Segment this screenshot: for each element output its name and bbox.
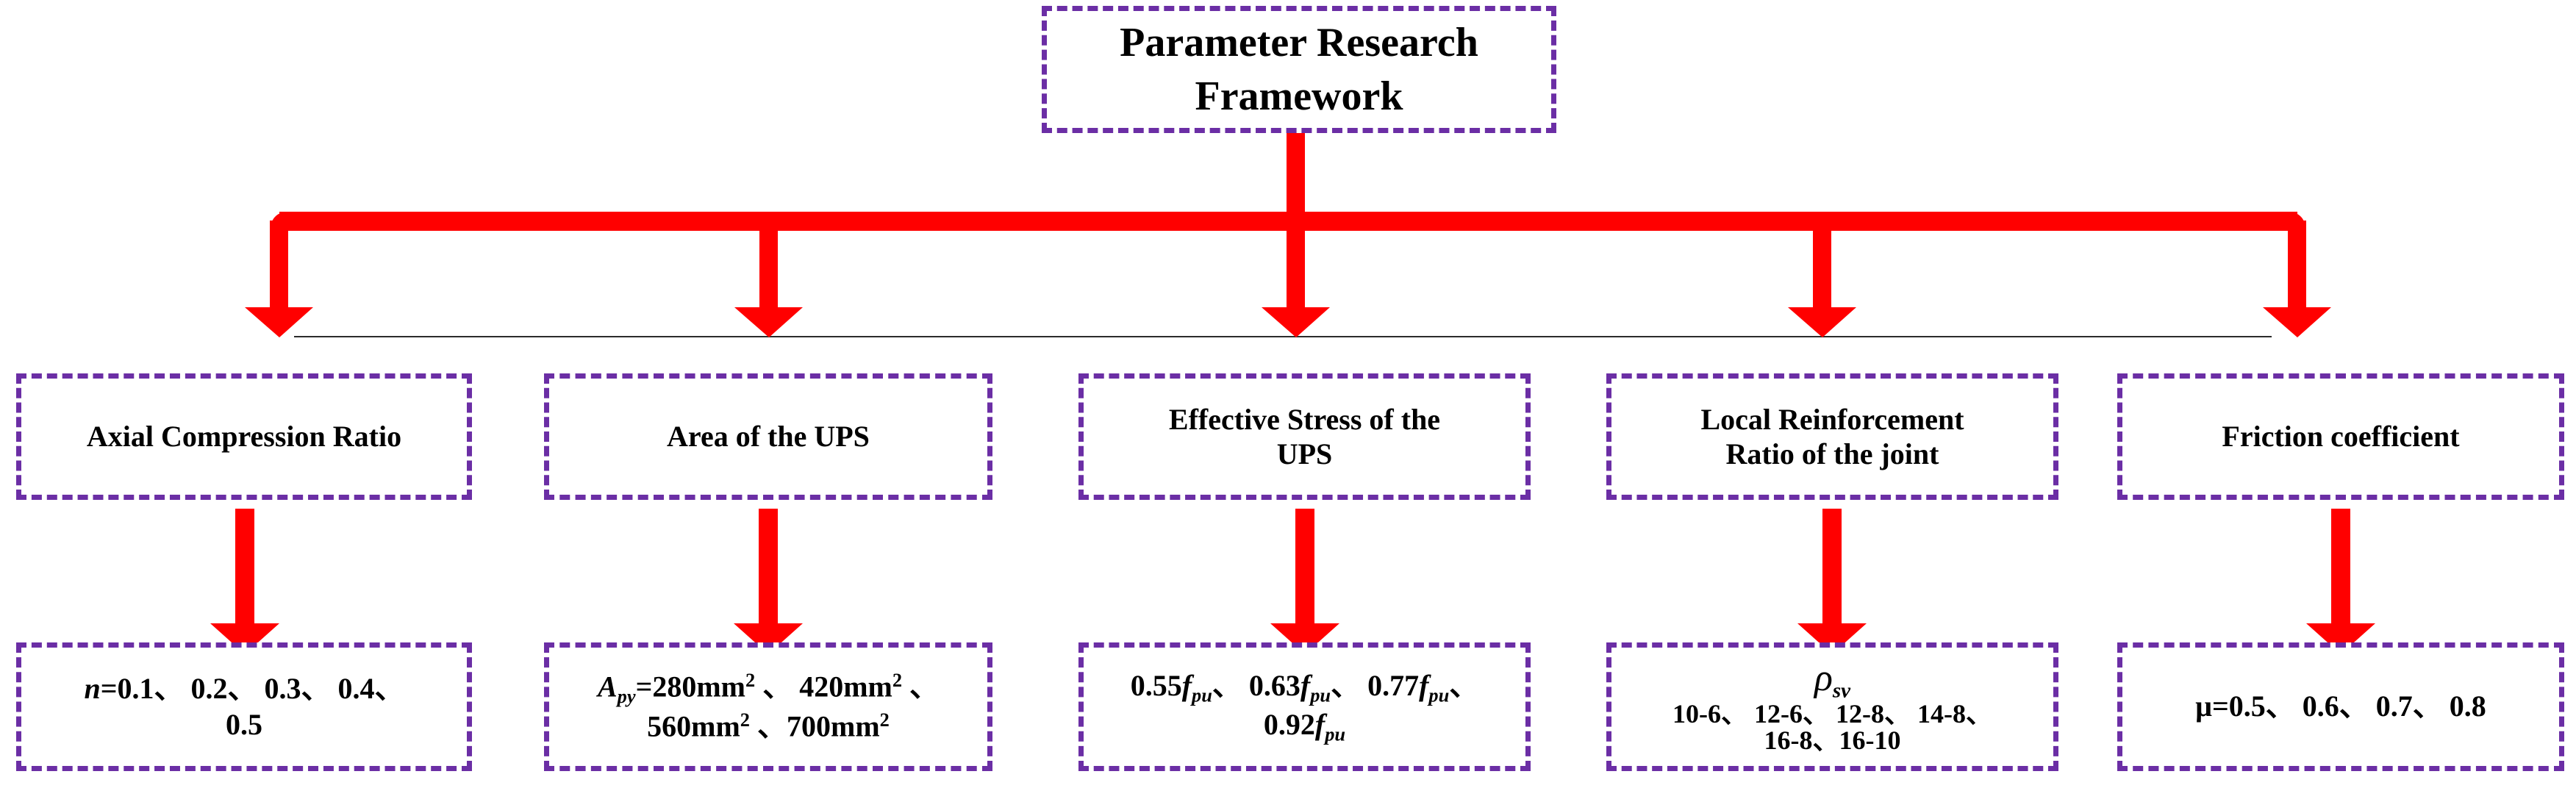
- link-stem-4: [2331, 509, 2350, 625]
- value-box-local-reinforcement-ratio: ρsv 10-6、 12-6、 12-8、 14-8、 16-8、16-10: [1606, 642, 2058, 771]
- arrow-head-1: [734, 307, 803, 337]
- drop-3: [1813, 221, 1831, 307]
- value-4: 16-8: [1764, 726, 1813, 756]
- symbol-subscript-py: py: [617, 685, 636, 708]
- arrow-head-0: [245, 307, 313, 337]
- drop-4: [2288, 221, 2306, 307]
- value-4: 0.5: [226, 707, 262, 741]
- title-line-1: Parameter Research: [1120, 19, 1478, 65]
- category-label-line-2: Ratio of the joint: [1725, 437, 1939, 470]
- value-2: 0.3: [264, 671, 301, 705]
- category-box-effective-stress-of-the-ups: Effective Stress of the UPS: [1078, 373, 1531, 500]
- value-2: 0.7: [2375, 690, 2413, 723]
- category-label-line-1: Effective Stress of the: [1168, 402, 1441, 436]
- symbol-subscript-pu: pu: [1192, 684, 1212, 706]
- link-stem-2: [1295, 509, 1314, 625]
- value-line-1: 10-6、 12-6、 12-8、 14-8、: [1672, 698, 1993, 728]
- symbol-rho: ρ: [1814, 656, 1833, 699]
- arrow-head-3: [1788, 307, 1856, 337]
- drop-0: [270, 221, 288, 307]
- value-5: 16-10: [1839, 726, 1901, 756]
- arrow-head-2: [1262, 307, 1330, 337]
- value-line-symbol: ρsv: [1619, 659, 2046, 702]
- value-box-area-of-the-ups: Apy=280mm2 、 420mm2 、 560mm2 、700mm2: [544, 642, 992, 771]
- symbol-n: n: [84, 671, 101, 705]
- category-label-line-1: Local Reinforcement: [1700, 402, 1964, 436]
- value-1: 12-6: [1753, 698, 1803, 728]
- value-box-axial-compression-ratio: n=0.1、 0.2、 0.3、 0.4、 0.5: [16, 642, 472, 771]
- value-box-friction-coefficient: μ=0.5、 0.6、 0.7、 0.8: [2117, 642, 2564, 771]
- superscript-2: 2: [745, 669, 756, 692]
- link-stem-0: [235, 509, 254, 625]
- symbol-f: f: [1181, 668, 1192, 702]
- symbol-subscript-pu: pu: [1310, 684, 1331, 706]
- arrow-head-4: [2263, 307, 2331, 337]
- symbol-a: A: [597, 670, 618, 703]
- value-0: 10-6: [1672, 698, 1721, 728]
- category-label: Area of the UPS: [667, 420, 870, 454]
- category-box-axial-compression-ratio: Axial Compression Ratio: [16, 373, 472, 500]
- value-line-2: 0.92fpu: [1263, 707, 1346, 745]
- value-0: 0.1: [117, 671, 154, 705]
- value-line-1: 0.55fpu、 0.63fpu、 0.77fpu、: [1130, 668, 1479, 706]
- value-box-effective-stress-of-the-ups: 0.55fpu、 0.63fpu、 0.77fpu、 0.92fpu: [1078, 642, 1531, 771]
- value-3: 0.8: [2449, 690, 2486, 723]
- horizontal-bus: [270, 212, 2306, 259]
- category-box-local-reinforcement-ratio: Local Reinforcement Ratio of the joint: [1606, 373, 2058, 500]
- category-label: Axial Compression Ratio: [86, 420, 402, 454]
- category-label: Friction coefficient: [2222, 420, 2460, 454]
- value-line-1: n=0.1、 0.2、 0.3、 0.4、: [84, 671, 404, 705]
- superscript-2: 2: [892, 669, 903, 692]
- value-2: 12-8: [1836, 698, 1884, 728]
- value-1: 0.2: [190, 671, 228, 705]
- symbol-subscript-sv: sv: [1832, 678, 1851, 703]
- value-0: 0.5: [2228, 690, 2266, 723]
- symbol-subscript-pu: pu: [1325, 722, 1346, 745]
- value-1: 0.6: [2302, 690, 2339, 723]
- value-3: 0.4: [337, 671, 375, 705]
- drop-1: [759, 221, 778, 307]
- value-line-1: Apy=280mm2 、 420mm2 、: [597, 669, 940, 708]
- category-box-area-of-the-ups: Area of the UPS: [544, 373, 992, 500]
- symbol-f: f: [1419, 668, 1429, 702]
- value-3: 14-8: [1917, 698, 1967, 728]
- title-box: Parameter Research Framework: [1042, 6, 1556, 133]
- value-line-2: 560mm2 、700mm2: [647, 709, 890, 744]
- title-line-2: Framework: [1195, 73, 1403, 119]
- link-stem-3: [1822, 509, 1842, 625]
- symbol-f: f: [1300, 668, 1311, 702]
- superscript-2: 2: [740, 709, 750, 731]
- bus-line: [279, 212, 2297, 231]
- value-line-1: μ=0.5、 0.6、 0.7、 0.8: [2195, 690, 2486, 723]
- category-label-line-2: UPS: [1276, 437, 1333, 470]
- baseline-rule: [294, 336, 2272, 337]
- value-line-2: 0.5: [29, 707, 459, 743]
- drop-2: [1287, 221, 1305, 307]
- value-line-2: 16-8、16-10: [1764, 726, 1901, 756]
- symbol-f: f: [1314, 707, 1325, 741]
- symbol-mu: μ: [2195, 690, 2212, 723]
- symbol-subscript-pu: pu: [1428, 684, 1450, 706]
- category-box-friction-coefficient: Friction coefficient: [2117, 373, 2564, 500]
- link-stem-1: [759, 509, 778, 625]
- superscript-2: 2: [879, 709, 890, 731]
- trunk-stem: [1287, 132, 1305, 265]
